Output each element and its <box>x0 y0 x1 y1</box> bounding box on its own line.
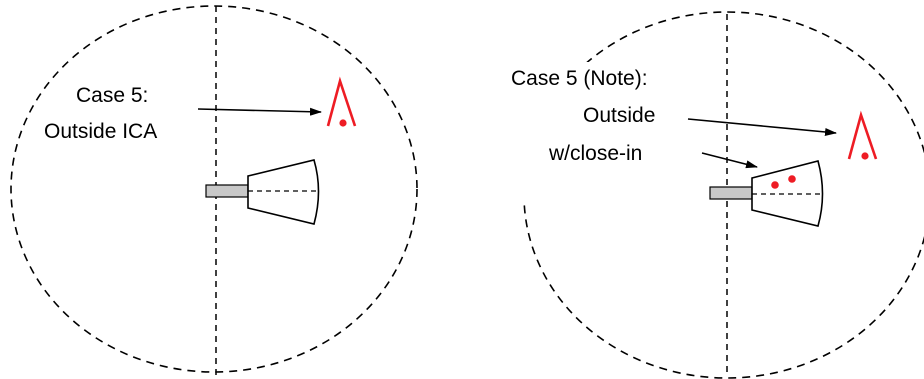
panel-right: Case 5 (Note): Outside w/close-in <box>508 11 924 379</box>
close-in-obstacle-dot <box>771 181 779 189</box>
obstacle-marker-icon <box>326 76 357 127</box>
case-label-line-3: w/close-in <box>548 142 642 165</box>
close-in-arrow <box>701 152 758 169</box>
obstacle-marker-icon <box>847 110 878 160</box>
runway-rectangle <box>205 184 249 198</box>
outside-arrow <box>687 118 837 136</box>
close-in-obstacle-dot <box>788 175 796 183</box>
label-arrow <box>197 107 322 116</box>
case-label-line-1: Case 5 (Note): <box>511 67 648 90</box>
runway-rectangle <box>709 186 753 200</box>
case-label-line-2: Outside ICA <box>44 120 157 143</box>
case-label-line-2: Outside <box>583 104 655 127</box>
ica-boundary-circle <box>10 5 418 373</box>
approach-area-outline <box>751 160 824 227</box>
label-background <box>508 62 720 202</box>
case-label-line-1: Case 5: <box>76 84 148 107</box>
panel-left: Case 5: Outside ICA <box>10 5 418 377</box>
approach-area-outline <box>247 159 320 225</box>
